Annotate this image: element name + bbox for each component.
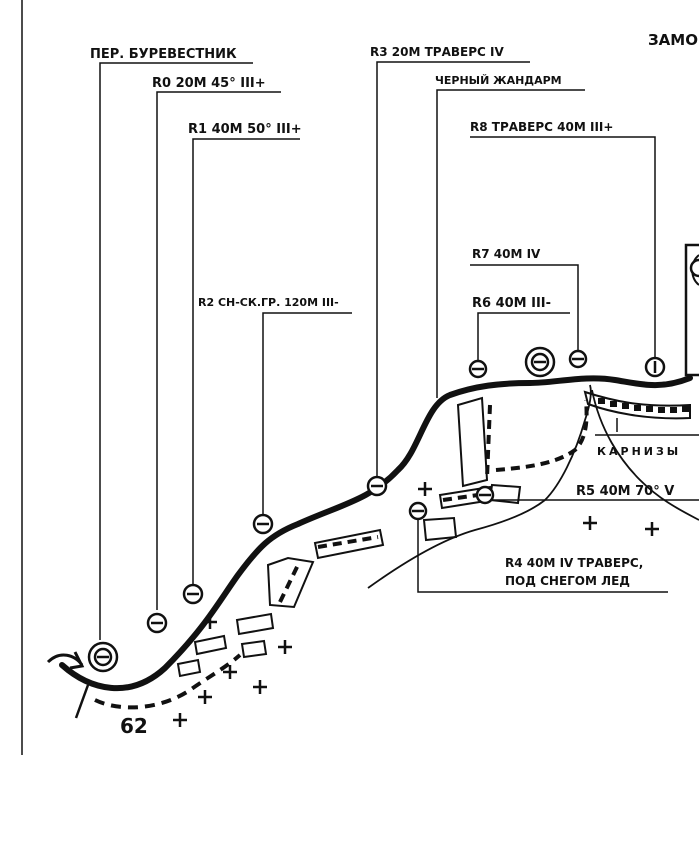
label-castle: ЗАМО bbox=[648, 31, 698, 49]
anchor-icon-castle bbox=[689, 258, 699, 278]
route-dashes bbox=[278, 399, 589, 603]
anchor-icons bbox=[87, 258, 699, 673]
anchor-icon-r7 bbox=[568, 349, 588, 369]
slope-contour-2 bbox=[591, 389, 699, 521]
anchor-icon-r3 bbox=[366, 475, 388, 497]
cornice-blocks bbox=[598, 398, 689, 413]
ridge-line bbox=[59, 375, 693, 692]
label-r1: R1 40М 50° III+ bbox=[188, 122, 302, 137]
label-camp: 62 bbox=[120, 714, 148, 738]
anchor-icon-r5 bbox=[475, 485, 495, 505]
start-hook-line bbox=[74, 684, 90, 719]
start-arrow-icon bbox=[46, 651, 85, 670]
label-pass: ПЕР. БУРЕВЕСТНИК bbox=[90, 47, 237, 62]
label-r0: R0 20М 45° III+ bbox=[152, 76, 266, 91]
anchor-icon-r1 bbox=[182, 583, 204, 605]
anchor-icon-start bbox=[87, 641, 119, 673]
anchor-icon-r0 bbox=[146, 612, 168, 634]
anchor-icon-r8 bbox=[644, 356, 666, 378]
label-r4-line1: R4 40М IV ТРАВЕРС, bbox=[505, 556, 643, 570]
ledges bbox=[176, 396, 522, 678]
label-r2: R2 СН-СК.ГР. 120М III- bbox=[198, 296, 339, 309]
label-r3: R3 20М ТРАВЕРС IV bbox=[370, 45, 504, 59]
castle-tower bbox=[684, 243, 699, 377]
label-r5: R5 40М 70° V bbox=[576, 484, 674, 499]
label-gendarme: ЧЕРНЫЙ ЖАНДАРМ bbox=[435, 74, 562, 87]
leader-lines bbox=[99, 61, 668, 640]
anchor-icon-r4 bbox=[408, 501, 428, 521]
anchor-icon-r2 bbox=[252, 513, 274, 535]
label-r6: R6 40М III- bbox=[472, 296, 551, 311]
label-r8: R8 ТРАВЕРС 40М III+ bbox=[470, 120, 613, 134]
label-r7: R7 40М IV bbox=[472, 247, 541, 261]
camp-route-dashed bbox=[94, 653, 242, 710]
cross-markers bbox=[173, 482, 659, 727]
label-cornices: КАРНИЗЫ bbox=[597, 445, 681, 458]
anchor-icon-r6 bbox=[468, 359, 488, 379]
anchor-icon-gendarme bbox=[524, 346, 556, 378]
label-r4-line2: ПОД СНЕГОМ ЛЕД bbox=[505, 574, 630, 588]
cornices-strip bbox=[583, 390, 691, 420]
